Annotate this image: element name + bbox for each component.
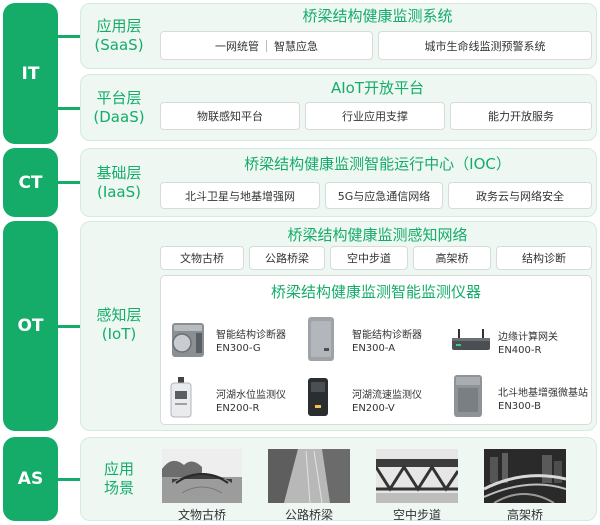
connector-it-saas [58,35,80,38]
device-en400r-image [452,329,490,350]
connector-ct [58,181,80,184]
saas-box-ops-b: 智慧应急 [274,39,318,53]
tier-as-label: AS [17,469,44,489]
iaas-box-5g: 5G与应急通信网络 [325,182,443,209]
device-en300a-name: 智能结构诊断器 [352,330,422,341]
device-en400r-model: EN400-R [498,345,542,356]
saas-box-lifeline: 城市生命线监测预警系统 [378,31,592,60]
saas-separator [266,39,267,52]
device-en200v-image [308,378,328,416]
tier-ct-label: CT [18,172,43,193]
scene-highway-label: 公路桥梁 [284,508,333,522]
daas-box-iot-platform: 物联感知平台 [160,102,300,130]
iot-name: 感知层 [96,306,142,324]
scene-heritage-label: 文物古桥 [177,508,226,522]
saas-box-ops: 一网统管 智慧应急 [160,31,373,60]
device-en300g-image [172,323,204,357]
instrument-title: 桥梁结构健康监测智能监测仪器 [270,283,481,301]
daas-box-industry-support: 行业应用支撑 [305,102,445,130]
daas-name: 平台层 [96,88,142,107]
iot-network-heritage: 文物古桥 [160,246,244,270]
scene-viaduct-image [484,449,566,503]
scene-viaduct-label: 高架桥 [506,508,543,522]
iot-network-highway: 公路桥梁 [249,246,325,270]
scene-skywalk-image [376,449,458,503]
iot-network-viaduct: 高架桥 [413,246,491,270]
device-en300b-image [454,375,482,417]
iot-network-skywalk: 空中步道 [330,246,408,270]
instrument-panel [160,275,592,425]
iaas-name: 基础层 [96,163,142,182]
device-en300a-image [308,317,334,361]
device-en200r-image [170,377,192,418]
scene-skywalk-label: 空中步道 [392,508,441,522]
iot-en: (IoT) [101,325,137,343]
device-en300b-name: 北斗地基增强微基站 [498,388,588,399]
iaas-en: (IaaS) [96,182,142,201]
saas-en: (SaaS) [94,36,144,54]
scene-highway-bridge-image [268,449,350,503]
device-en400r-name: 边缘计算网关 [498,332,558,343]
device-en200r-model: EN200-R [216,403,260,414]
iot-layer-name: 感知层 (IoT) [80,290,158,360]
daas-en: (DaaS) [93,107,145,126]
tier-ct: CT [3,148,58,217]
scene-heritage-bridge-image [162,449,242,503]
connector-it-daas [58,107,80,110]
connector-as [58,478,80,481]
iaas-title: 桥梁结构健康监测智能运行中心（IOC） [244,155,511,173]
device-en300g-model: EN300-G [216,343,261,354]
iaas-box-cloud-security: 政务云与网络安全 [448,182,592,209]
iaas-layer-name: 基础层 (IaaS) [80,148,158,217]
daas-box-open-services: 能力开放服务 [450,102,592,130]
device-en200v-model: EN200-V [352,403,395,414]
saas-layer-name: 应用层 (SaaS) [80,3,158,69]
device-en200r-name: 河湖水位监测仪 [216,390,286,401]
saas-box-ops-a: 一网统管 [215,39,259,53]
iaas-box-beidou: 北斗卫星与地基增强网 [160,182,320,209]
connector-ot [58,325,80,328]
scene-name-line1: 应用 [103,460,134,478]
tier-as: AS [3,437,58,521]
device-en300g-name: 智能结构诊断器 [216,330,286,341]
tier-ot-label: OT [17,316,44,336]
iot-network-title: 桥梁结构健康监测感知网络 [287,226,468,244]
tier-it: IT [3,3,58,144]
daas-title: AIoT开放平台 [330,79,425,97]
device-en200v-name: 河湖流速监测仪 [352,390,422,401]
iot-network-diagnosis: 结构诊断 [496,246,592,270]
scene-name-line2: 场景 [103,479,134,497]
tier-ot: OT [3,221,58,431]
tier-it-label: IT [21,63,40,84]
device-en300a-model: EN300-A [352,343,396,354]
saas-name: 应用层 [96,17,142,35]
device-en300b-model: EN300-B [498,401,541,412]
daas-layer-name: 平台层 (DaaS) [80,74,158,141]
scene-layer-name: 应用 场景 [80,437,158,521]
saas-title: 桥梁结构健康监测系统 [302,7,453,25]
